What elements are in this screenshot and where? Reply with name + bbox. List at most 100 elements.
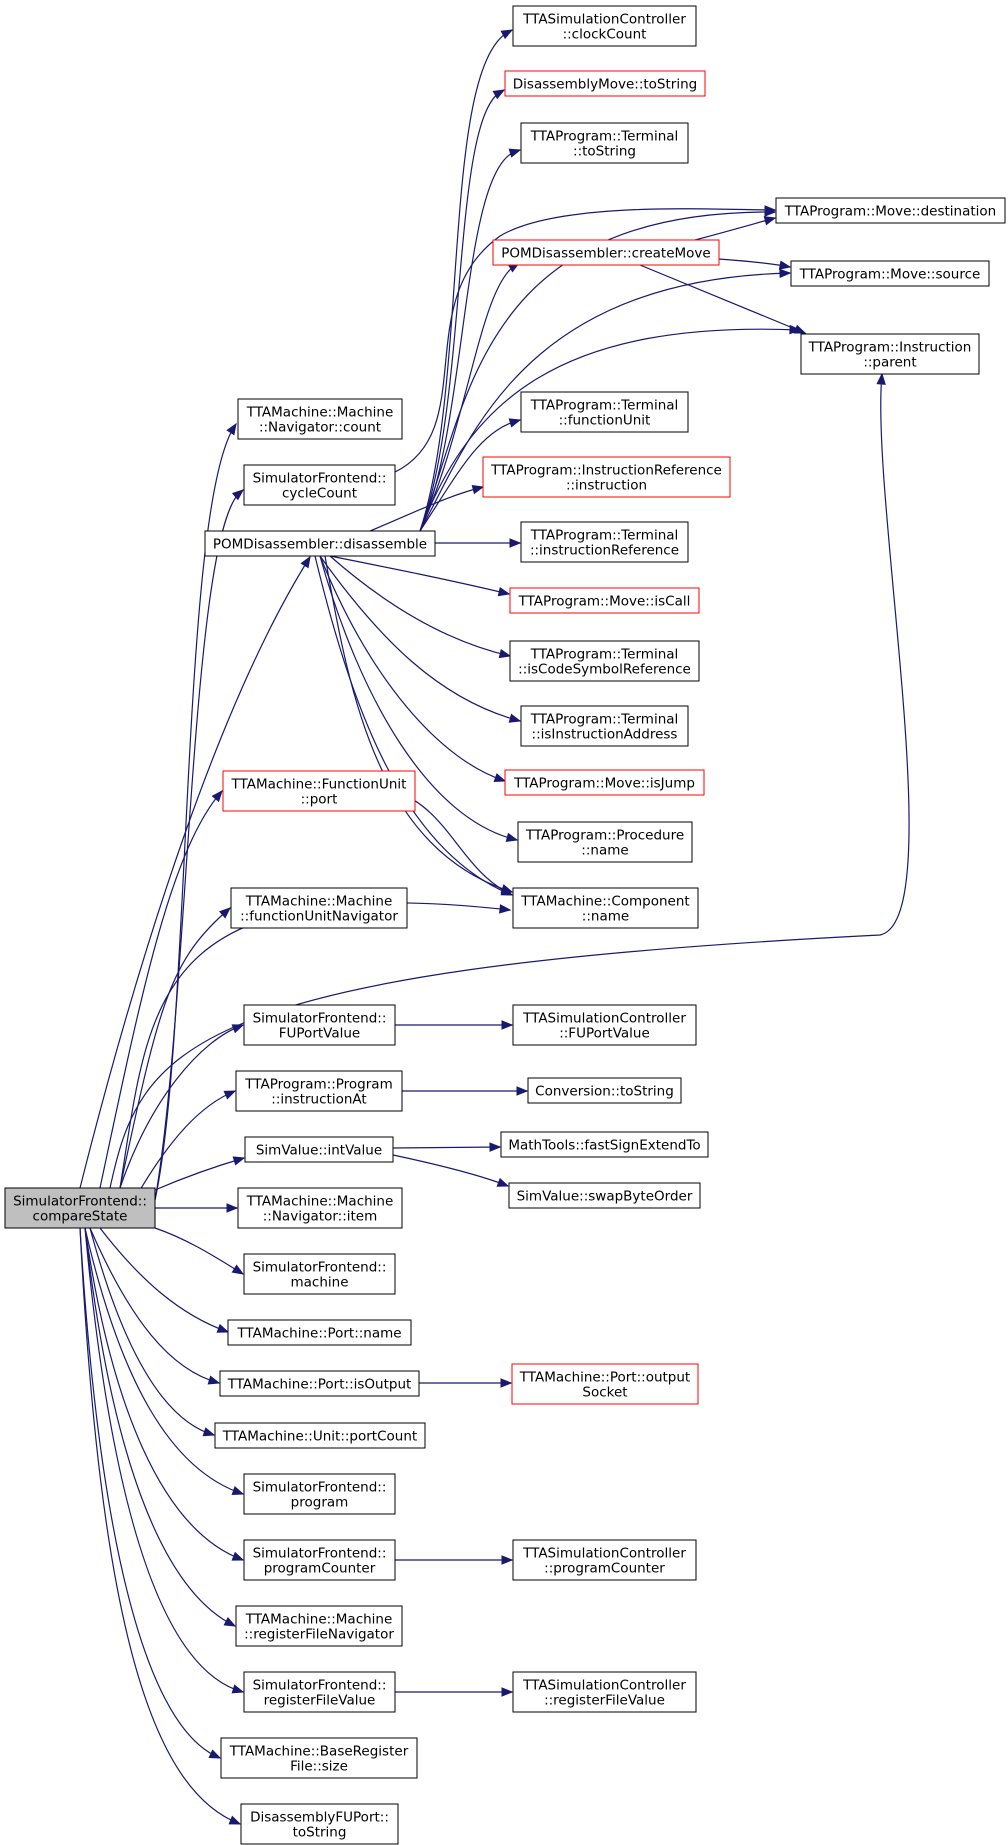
arrowhead-icon <box>501 1687 514 1697</box>
call-edge <box>419 89 506 532</box>
node-label: TTASimulationController <box>522 12 686 28</box>
node-nav-item[interactable]: TTAMachine::Machine::Navigator::item <box>237 1187 403 1229</box>
node-label: TTAProgram::Program <box>244 1077 392 1093</box>
node-machine[interactable]: SimulatorFrontend::machine <box>243 1253 396 1295</box>
node-label: ::instructionAt <box>271 1092 366 1108</box>
node-label: TTAMachine::Machine <box>245 894 393 910</box>
node-port-count[interactable]: TTAMachine::Unit::portCount <box>214 1422 426 1449</box>
node-clock-count[interactable]: TTASimulationController::clockCount <box>512 5 697 47</box>
node-label: registerFileValue <box>264 1693 376 1709</box>
node-term-function-unit[interactable]: TTAProgram::Terminal::functionUnit <box>520 391 689 433</box>
node-proc-name[interactable]: TTAProgram::Procedure::name <box>517 821 693 863</box>
call-edge <box>419 29 514 532</box>
node-move-is-call[interactable]: TTAProgram::Move::isCall <box>509 587 700 614</box>
call-edge <box>392 1154 510 1187</box>
node-instr-ref-instruction[interactable]: TTAProgram::InstructionReference::instru… <box>482 456 731 498</box>
node-label: TTAProgram::InstructionReference <box>490 463 722 479</box>
node-label: SimulatorFrontend:: <box>253 1260 387 1276</box>
node-label: SimulatorFrontend:: <box>253 1546 387 1562</box>
call-edge <box>79 555 311 1189</box>
arrowhead-icon <box>508 418 522 428</box>
node-term-instr-ref[interactable]: TTAProgram::Terminal::instructionReferen… <box>520 521 689 563</box>
node-dfu-to-string[interactable]: DisassemblyFUPort::toString <box>240 1803 399 1845</box>
node-label: ::Navigator::count <box>259 420 381 436</box>
call-edge <box>119 907 232 1189</box>
node-move-is-jump[interactable]: TTAProgram::Move::isJump <box>504 769 705 796</box>
node-label: ::Navigator::item <box>263 1209 378 1225</box>
node-label: TTASimulationController <box>522 1678 686 1694</box>
node-sf-program-counter[interactable]: SimulatorFrontend::programCounter <box>243 1539 396 1581</box>
node-nav-count[interactable]: TTAMachine::Machine::Navigator::count <box>237 398 403 440</box>
node-label: FUPortValue <box>279 1026 360 1042</box>
node-term-to-string[interactable]: TTAProgram::Terminal::toString <box>520 122 689 164</box>
node-disassemble[interactable]: POMDisassembler::disassemble <box>204 530 436 557</box>
node-label: TTAMachine::Machine <box>245 1612 393 1628</box>
call-edge <box>419 418 522 532</box>
node-cycle-count[interactable]: SimulatorFrontend::cycleCount <box>243 464 396 506</box>
node-is-output[interactable]: TTAMachine::Port::isOutput <box>219 1370 420 1397</box>
node-label: POMDisassembler::createMove <box>501 246 710 262</box>
node-sf-reg-file-value[interactable]: SimulatorFrontend::registerFileValue <box>243 1671 396 1713</box>
node-dm-to-string[interactable]: DisassemblyMove::toString <box>504 70 706 97</box>
arrowhead-icon <box>496 1177 510 1187</box>
node-label: ::clockCount <box>563 27 647 43</box>
node-sc-reg-file-value[interactable]: TTASimulationController::registerFileVal… <box>512 1671 697 1713</box>
node-sf-f-u-port-value[interactable]: SimulatorFrontend::FUPortValue <box>243 1004 396 1046</box>
call-edge <box>84 1227 245 1495</box>
arrowhead-icon <box>231 489 245 501</box>
node-fast-sign-extend[interactable]: MathTools::fastSignExtendTo <box>500 1131 709 1158</box>
node-conv-to-string[interactable]: Conversion::toString <box>527 1077 682 1104</box>
call-edge <box>324 555 514 894</box>
node-label: programCounter <box>264 1561 376 1577</box>
node-instr-parent[interactable]: TTAProgram::Instruction::parent <box>800 333 980 375</box>
node-comp-name[interactable]: TTAMachine::Component::name <box>512 887 699 929</box>
call-edge <box>395 1687 514 1697</box>
node-rf-navigator[interactable]: TTAMachine::Machine::registerFileNavigat… <box>235 1605 403 1647</box>
node-label: TTAProgram::Terminal <box>530 712 679 728</box>
arrowhead-icon <box>505 832 519 842</box>
node-port-name[interactable]: TTAMachine::Port::name <box>227 1319 412 1346</box>
call-edge <box>329 555 511 597</box>
node-term-is-instr-addr[interactable]: TTAProgram::Terminal::isInstructionAddre… <box>520 705 689 747</box>
node-label: compareState <box>33 1209 128 1225</box>
arrowhead-icon <box>226 422 237 436</box>
node-term-is-code-sym[interactable]: TTAProgram::Terminal::isCodeSymbolRefere… <box>509 640 700 682</box>
arrowhead-icon <box>499 904 512 914</box>
node-sc-f-u-port-value[interactable]: TTASimulationController::FUPortValue <box>512 1004 697 1046</box>
node-label: ::isInstructionAddress <box>532 727 678 743</box>
node-label: ::registerFileNavigator <box>244 1627 394 1643</box>
node-instruction-at[interactable]: TTAProgram::Program::instructionAt <box>235 1070 403 1112</box>
node-label: ::functionUnitNavigator <box>240 909 398 925</box>
arrowhead-icon <box>223 1616 237 1627</box>
call-edge <box>402 1086 529 1096</box>
node-create-move[interactable]: POMDisassembler::createMove <box>492 239 720 266</box>
node-move-source[interactable]: TTAProgram::Move::source <box>790 260 990 287</box>
call-edge <box>154 1156 246 1191</box>
arrowhead-icon <box>501 1555 514 1565</box>
node-label: ::name <box>582 909 629 925</box>
call-edge <box>154 422 237 1201</box>
node-swap-byte-order[interactable]: SimValue::swapByteOrder <box>508 1182 701 1209</box>
node-move-destination[interactable]: TTAProgram::Move::destination <box>775 197 1006 224</box>
node-label: ::instructionReference <box>530 543 679 559</box>
call-edge <box>435 538 522 548</box>
call-edge <box>79 1227 242 1825</box>
node-label: TTAMachine::Port::isOutput <box>227 1377 412 1393</box>
arrowhead-icon <box>489 1142 502 1152</box>
call-edge <box>84 1227 237 1627</box>
node-program[interactable]: SimulatorFrontend::program <box>243 1473 396 1515</box>
node-label: ::registerFileValue <box>544 1693 665 1709</box>
node-label: SimulatorFrontend:: <box>253 1480 387 1496</box>
node-sc-program-counter[interactable]: TTASimulationController::programCounter <box>512 1539 697 1581</box>
arrowhead-icon <box>508 713 522 723</box>
node-fu-port[interactable]: TTAMachine::FunctionUnit::port <box>222 770 416 812</box>
arrowhead-icon <box>500 29 514 40</box>
call-edge <box>154 1227 245 1275</box>
node-label: SimValue::intValue <box>256 1143 382 1159</box>
node-int-value[interactable]: SimValue::intValue <box>244 1136 394 1163</box>
node-fu-navigator[interactable]: TTAMachine::Machine::functionUnitNavigat… <box>230 887 408 929</box>
node-label: TTAProgram::Move::isJump <box>513 776 695 792</box>
node-root: SimulatorFrontend::compareState <box>4 1187 156 1229</box>
